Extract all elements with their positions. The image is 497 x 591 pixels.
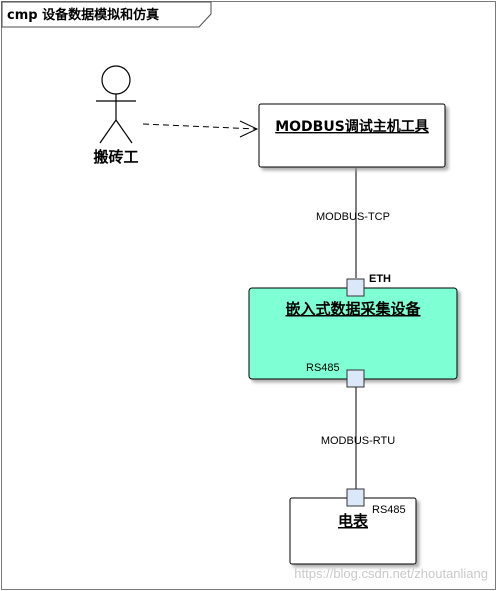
- port-label-collector-rs485: RS485: [306, 362, 340, 374]
- port-label-meter-rs485: RS485: [372, 504, 406, 516]
- port-meter-rs485[interactable]: RS485: [346, 488, 406, 516]
- actor-leg-left: [99, 119, 117, 144]
- dependency-arrow[interactable]: [142, 120, 259, 138]
- node-master-label: MODBUS调试主机工具: [275, 118, 429, 135]
- port-collector-rs485[interactable]: RS485: [306, 362, 365, 388]
- actor-head: [101, 65, 131, 95]
- arrow-head: [239, 120, 259, 138]
- actor-leg-right: [115, 119, 133, 144]
- port-collector-eth[interactable]: ETH: [346, 273, 391, 297]
- watermark-text: https://blog.csdn.net/zhoutanliang: [294, 566, 488, 581]
- frame-title: cmp 设备数据模拟和仿真: [7, 7, 159, 23]
- node-master-tool[interactable]: MODBUS调试主机工具: [258, 103, 446, 168]
- connector-label-rtu: MODBUS-RTU: [321, 435, 395, 447]
- node-meter-label: 电表: [338, 512, 369, 530]
- actor-label: 搬砖工: [93, 148, 138, 166]
- actor[interactable]: 搬砖工: [93, 65, 139, 166]
- node-collector-label: 嵌入式数据采集设备: [285, 300, 421, 318]
- port-label-eth: ETH: [369, 273, 391, 285]
- node-collector[interactable]: 嵌入式数据采集设备: [248, 287, 458, 380]
- connector-label-tcp: MODBUS-TCP: [316, 211, 390, 223]
- frame-title-tab: cmp 设备数据模拟和仿真: [1, 1, 212, 28]
